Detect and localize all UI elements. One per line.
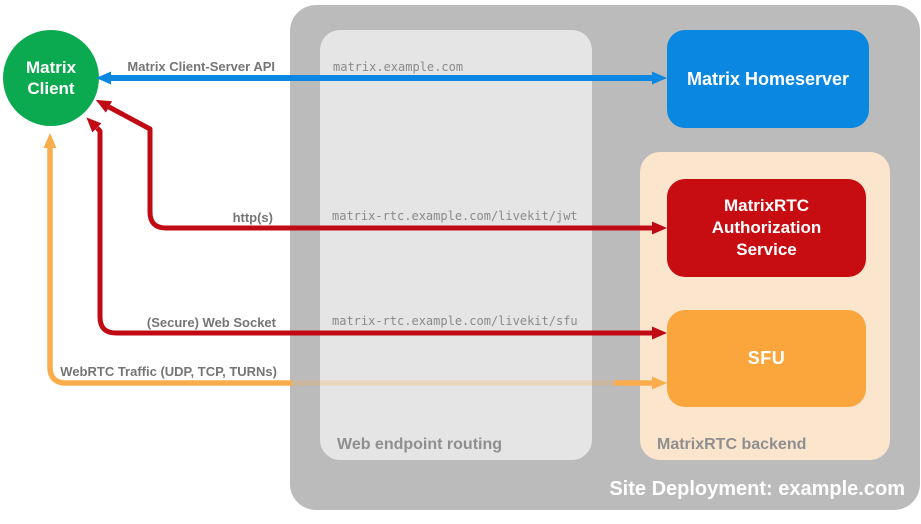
matrixrtc-backend-caption: MatrixRTC backend [657, 436, 807, 453]
websocket-arrow-label: (Secure) Web Socket [146, 315, 276, 330]
homeserver-routing-url: matrix.example.com [333, 60, 464, 74]
site-deployment-caption: Site Deployment: example.com [609, 478, 905, 500]
web-endpoint-routing-caption: Web endpoint routing [337, 436, 503, 453]
matrix-client-node: Matrix Client [3, 30, 99, 126]
client-server-api-arrow-label: Matrix Client-Server API [127, 59, 275, 74]
sfu-routing-url: matrix-rtc.example.com/livekit/sfu [332, 314, 578, 328]
matrixrtc-authorization-service-node: MatrixRTC Authorization Service [667, 179, 866, 277]
sfu-label: SFU [747, 348, 786, 368]
matrix-homeserver-label: Matrix Homeserver [686, 68, 850, 89]
sfu-node: SFU [667, 310, 866, 407]
matrix-client-label-line2: Client [27, 79, 75, 98]
matrixrtc-authorization-service-label: MatrixRTC Authorization Service [711, 196, 822, 259]
jwt-routing-url: matrix-rtc.example.com/livekit/jwt [332, 209, 578, 223]
http-arrow-label: http(s) [232, 210, 273, 225]
web-endpoint-routing-panel [320, 30, 592, 460]
webrtc-arrow-client-segment [43, 133, 292, 386]
webrtc-arrow-label: WebRTC Traffic (UDP, TCP, TURNs) [60, 364, 277, 379]
matrix-homeserver-node: Matrix Homeserver [667, 30, 869, 128]
matrix-client-label-line1: Matrix [25, 58, 77, 77]
